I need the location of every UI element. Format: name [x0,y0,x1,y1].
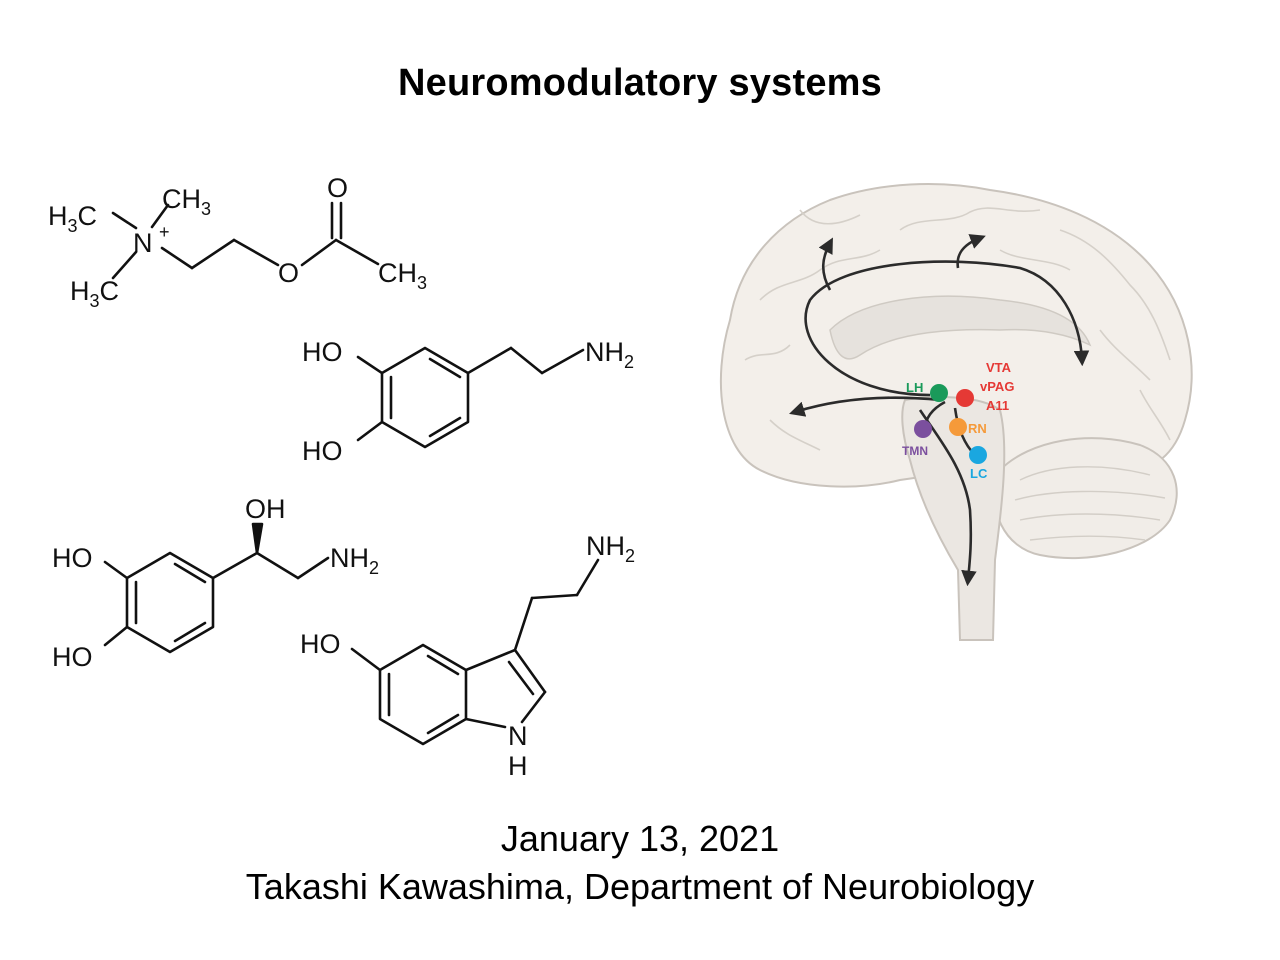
ch3-right-label: CH3 [378,258,427,293]
nitrogen-charge: + [159,222,170,242]
corpus-callosum [829,295,1092,360]
label-lc: LC [970,466,988,481]
label-rn: RN [968,421,987,436]
label-a11: A11 [986,398,1009,413]
h3c-top-label: H3C [48,201,97,236]
arrow-cortex-loop [804,260,1090,397]
cerebellum-folia [1014,466,1166,541]
serotonin-indole-h: H [508,751,528,781]
serotonin-nh2: NH2 [586,531,635,566]
nuclei [914,384,987,464]
nucleus-lh [930,384,948,402]
norepinephrine-ho-top: HO [52,543,93,573]
arrow-tmn [923,400,946,431]
arrow-anterior [789,396,941,417]
arrow-parietal-up [956,234,986,269]
norepinephrine-ho-bottom: HO [52,642,93,672]
label-lh: LH [906,380,923,395]
brain-gyri [744,207,1171,451]
slide-title: Neuromodulatory systems [398,62,882,104]
h3c-bottom-label: H3C [70,276,119,311]
ch3-top-label: CH3 [162,184,211,219]
cerebellum [994,437,1178,560]
projection-arrows [789,234,1090,587]
arrow-frontal-up [818,237,833,291]
dopamine-ho-bottom: HO [302,436,343,466]
nitrogen-label: N [133,228,153,258]
brain-cerebrum [719,183,1193,488]
dopamine-structure: HO HO NH2 [302,337,634,466]
presentation-date: January 13, 2021 [500,818,780,859]
nucleus-vta [956,389,974,407]
label-tmn: TMN [902,444,928,458]
arrow-descending [918,409,977,587]
nucleus-rn [949,418,967,436]
ester-oxygen-label: O [278,258,299,288]
carbonyl-oxygen-label: O [327,173,348,203]
nucleus-lc [969,446,987,464]
label-vpag: vPAG [980,379,1014,394]
norepinephrine-nh2: NH2 [330,543,379,578]
serotonin-ho: HO [300,629,341,659]
arrow-lc [953,407,976,456]
brainstem [901,396,1006,641]
norepinephrine-structure: OH HO HO NH2 [52,494,379,672]
chemical-structures: H3C CH3 N + H3C O O CH3 HO HO NH2 OH [48,173,635,781]
author-affiliation: Takashi Kawashima, Department of Neurobi… [245,866,1035,907]
nucleus-tmn [914,420,932,438]
norepinephrine-oh: OH [245,494,286,524]
label-vta: VTA [986,360,1012,375]
dopamine-nh2: NH2 [585,337,634,372]
dopamine-ho-top: HO [302,337,343,367]
serotonin-indole-n: N [508,721,528,751]
acetylcholine-structure: H3C CH3 N + H3C O O CH3 [48,173,427,311]
serotonin-structure: NH2 HO N H [300,531,635,781]
